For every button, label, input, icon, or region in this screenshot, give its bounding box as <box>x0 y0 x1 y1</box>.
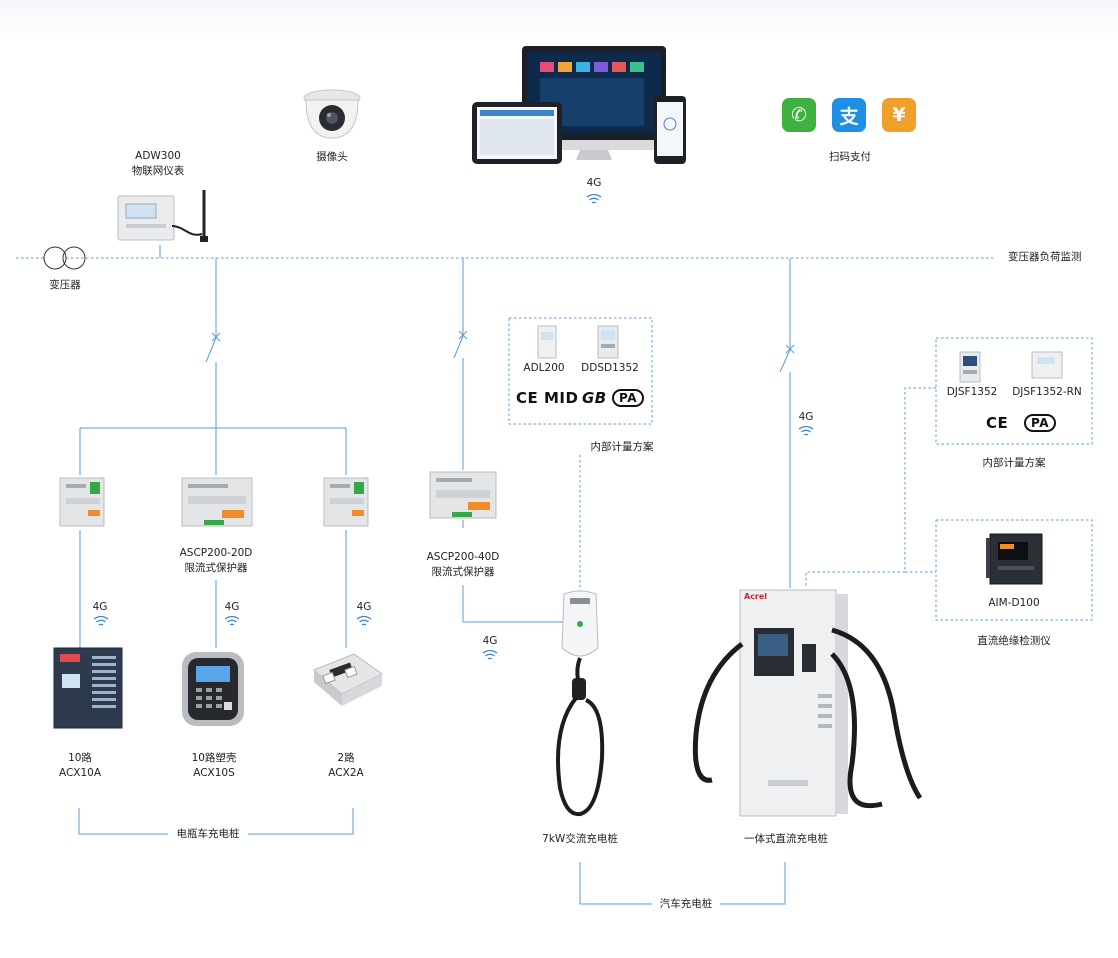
platform-wifi-icon <box>585 194 603 206</box>
box2-meter-b: DJSF1352-RN <box>1012 386 1082 398</box>
ebike-1-line1: 10路塑壳 <box>191 752 237 764</box>
box2-caption: 内部计量方案 <box>982 457 1046 469</box>
wifi-icon-left2 <box>223 616 241 628</box>
wifi-icon-left1 <box>92 616 110 628</box>
ascp200-40d-image <box>429 471 497 519</box>
metering-box-1-border <box>508 317 653 425</box>
ebike-0-line2: ACX10A <box>58 767 102 779</box>
box2-ce-mark-icon: CE <box>986 414 1009 432</box>
meter-name: 物联网仪表 <box>131 165 185 177</box>
box1-caption: 内部计量方案 <box>590 441 654 453</box>
adl200-meter-image <box>537 325 557 359</box>
insulation-model: AIM-D100 <box>988 597 1040 609</box>
transformer-icon <box>43 246 86 270</box>
protector-a-model: ASCP200-20D <box>179 547 253 559</box>
box2-pa-mark-icon: PA <box>1024 414 1056 432</box>
net-label-ac: 4G <box>482 635 498 647</box>
acx10s-charger-image <box>182 652 244 726</box>
car-group-label: 汽车充电桩 <box>659 898 713 910</box>
monitoring-platform-image <box>472 46 686 164</box>
wifi-icon-dc <box>797 426 815 438</box>
box2-meter-a: DJSF1352 <box>946 386 998 398</box>
protector-a-name: 限流式保护器 <box>184 562 248 574</box>
net-label-dc: 4G <box>798 411 814 423</box>
wallet-pay-icon: ¥ <box>882 98 916 132</box>
box1-meter-b: DDSD1352 <box>581 362 639 374</box>
din-device-left-image <box>59 477 105 527</box>
wifi-icon-left3 <box>355 616 373 628</box>
ebike-group-label: 电瓶车充电桩 <box>176 828 240 840</box>
net-label-left3: 4G <box>356 601 372 613</box>
din-device-right-image <box>323 477 369 527</box>
insulation-name: 直流绝缘检测仪 <box>977 635 1051 647</box>
wechat-pay-icon: ✆ <box>782 98 816 132</box>
acx2a-charger-image <box>313 653 383 706</box>
gb-mark-icon: GB <box>582 389 607 407</box>
pay-label: 扫码支付 <box>829 151 871 163</box>
wifi-icon-ac <box>481 650 499 662</box>
pa-mark-icon: PA <box>612 389 644 407</box>
djsf1352-meter-image <box>959 351 981 383</box>
ebike-2-line2: ACX2A <box>328 767 364 779</box>
dc-charger-image <box>692 589 923 817</box>
protector-b-model: ASCP200-40D <box>426 551 500 563</box>
alipay-icon: 支 <box>832 98 866 132</box>
ascp200-20d-image <box>181 477 253 527</box>
dc-charger-brand: Acrel <box>744 592 768 601</box>
protector-b-name: 限流式保护器 <box>431 566 495 578</box>
ebike-1-line2: ACX10S <box>193 767 235 779</box>
ac-charger-label: 7kW交流充电桩 <box>542 833 618 845</box>
camera-label: 摄像头 <box>316 151 348 163</box>
meter-model: ADW300 <box>135 150 181 162</box>
ebike-2-line1: 2路 <box>337 752 355 764</box>
platform-net-label: 4G <box>586 177 602 189</box>
acx10a-charger-image <box>53 647 123 729</box>
adw300-meter-image <box>117 190 208 242</box>
metering-box-2-border <box>935 337 1093 445</box>
net-label-left2: 4G <box>224 601 240 613</box>
ce-mark-icon: CE <box>516 389 539 407</box>
insulation-box-border <box>935 519 1093 621</box>
bus-label: 变压器负荷监测 <box>1008 251 1082 263</box>
dc-charger-label: 一体式直流充电桩 <box>744 833 828 845</box>
djsf1352-rn-meter-image <box>1031 351 1063 379</box>
aim-d100-image <box>986 533 1043 585</box>
ebike-0-line1: 10路 <box>68 752 92 764</box>
ac-charger-image <box>556 590 605 817</box>
transformer-label: 变压器 <box>49 279 81 291</box>
camera-image <box>303 89 361 139</box>
ddsd1352-meter-image <box>597 325 619 359</box>
box1-meter-a: ADL200 <box>523 362 565 374</box>
mid-mark-icon: MID <box>544 389 579 407</box>
net-label-left1: 4G <box>92 601 108 613</box>
